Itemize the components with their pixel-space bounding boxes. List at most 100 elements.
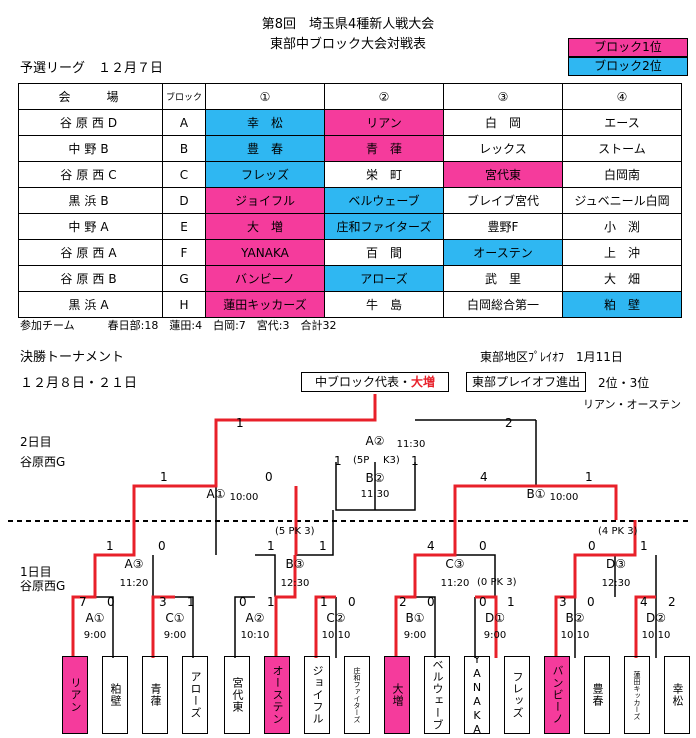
- team-cell: レックス: [443, 135, 563, 162]
- r1-label: C①: [165, 611, 185, 625]
- semi-pk: (4 PK 3): [598, 526, 638, 537]
- team-cell: バンビーノ: [205, 265, 325, 292]
- team-box: YANAKA: [464, 656, 490, 734]
- third-time: 11:30: [360, 489, 390, 500]
- block-cell: B: [162, 135, 206, 162]
- team-cell: 庄和ファイターズ: [324, 213, 444, 240]
- qf-label: D③: [606, 557, 626, 571]
- league-header-cell: ④: [562, 83, 682, 110]
- team-cell: ベルウェーブ: [324, 187, 444, 214]
- league-header-cell: ブロック: [162, 83, 206, 110]
- r1-score-left: 4: [640, 595, 648, 609]
- qf-score-left: 0: [588, 539, 596, 553]
- r1-time: 9:00: [403, 630, 427, 641]
- team-box: 幸松: [664, 656, 690, 734]
- team-box: フレッズ: [504, 656, 530, 734]
- team-cell: 大 畑: [562, 265, 682, 292]
- day2-label: 2日目: [20, 435, 52, 449]
- rank23-teams: リアン・オーステン: [583, 398, 682, 411]
- r1-label: A①: [85, 611, 105, 625]
- day1-venue: 谷原西G: [20, 579, 66, 593]
- page-title: 第8回 埼玉県4種新人戦大会: [261, 17, 435, 32]
- team-cell: 粕 壁: [562, 291, 682, 318]
- team-box: 宮代東: [224, 656, 250, 734]
- r1-score-left: 3: [559, 595, 567, 609]
- participants-summary: 参加チーム 春日部:18 蓮田:4 白岡:7 宮代:3 合計32: [20, 319, 337, 332]
- qf-label: A③: [124, 557, 144, 571]
- r1-score-right: 0: [348, 595, 356, 609]
- team-cell: ジュベニール白岡: [562, 187, 682, 214]
- final-time: 11:30: [396, 439, 426, 450]
- team-cell: アローズ: [324, 265, 444, 292]
- qf-score-left: 1: [106, 539, 114, 553]
- team-box: 青葎: [142, 656, 168, 734]
- r1-score-left: 1: [320, 595, 328, 609]
- qf-pk: (0 PK 3): [477, 577, 517, 588]
- qf-score-left: 1: [267, 539, 275, 553]
- league-header-cell: 会 場: [18, 83, 163, 110]
- r1-time: 9:00: [163, 630, 187, 641]
- r1-score-right: 0: [587, 595, 595, 609]
- r1-label: D①: [485, 611, 505, 625]
- rank23-label: 2位・3位: [598, 376, 650, 390]
- qf-label: C③: [445, 557, 465, 571]
- team-box: 豊春: [584, 656, 610, 734]
- venue-cell: 黒浜B: [18, 187, 163, 214]
- r1-score-right: 1: [507, 595, 515, 609]
- qf-time: 11:20: [440, 578, 470, 589]
- legend-first: ブロック1位: [568, 38, 688, 57]
- team-cell: 小 渕: [562, 213, 682, 240]
- venue-cell: 谷原西D: [18, 109, 163, 136]
- team-cell: 蓮田キッカーズ: [205, 291, 325, 318]
- team-cell: 青 葎: [324, 135, 444, 162]
- team-cell: 牛 島: [324, 291, 444, 318]
- r1-time: 9:00: [83, 630, 107, 641]
- final-label: A②: [365, 434, 385, 448]
- qf-score-right: 1: [319, 539, 327, 553]
- semi-score-left: 1: [160, 470, 168, 484]
- block-cell: D: [162, 187, 206, 214]
- third-pk-left: (5P: [353, 455, 370, 466]
- r1-time: 10:10: [560, 630, 590, 641]
- r1-score-right: 2: [668, 595, 676, 609]
- page-subtitle: 東部中ブロック大会対戦表: [269, 37, 426, 52]
- r1-score-left: 0: [239, 595, 247, 609]
- qf-score-left: 4: [427, 539, 435, 553]
- team-box: オーステン: [264, 656, 290, 734]
- r1-score-right: 1: [187, 595, 195, 609]
- final-score-right: 2: [505, 416, 513, 430]
- venue-cell: 中野B: [18, 135, 163, 162]
- day1-label: 1日目: [20, 565, 52, 579]
- block-cell: H: [162, 291, 206, 318]
- team-cell: 白 岡: [443, 109, 563, 136]
- r1-label: D②: [646, 611, 666, 625]
- qf-time: 11:20: [119, 578, 149, 589]
- r1-label: C②: [326, 611, 346, 625]
- r1-score-left: 0: [479, 595, 487, 609]
- team-cell: リアン: [324, 109, 444, 136]
- team-cell: オーステン: [443, 239, 563, 266]
- qf-score-right: 0: [158, 539, 166, 553]
- third-score-right: 1: [411, 454, 419, 468]
- semi-time: 10:00: [229, 492, 259, 503]
- team-cell: 幸 松: [205, 109, 325, 136]
- tournament-title: 決勝トーナメント: [20, 350, 125, 365]
- qf-score-right: 0: [479, 539, 487, 553]
- venue-cell: 谷原西B: [18, 265, 163, 292]
- team-box: バンビーノ: [544, 656, 570, 734]
- league-header-cell: ①: [205, 83, 325, 110]
- team-cell: ストーム: [562, 135, 682, 162]
- semi-pk: (5 PK 3): [275, 526, 315, 537]
- team-cell: 白岡総合第一: [443, 291, 563, 318]
- r1-score-right: 0: [427, 595, 435, 609]
- r1-score-left: 2: [399, 595, 407, 609]
- r1-label: A②: [245, 611, 265, 625]
- team-box: 大増: [384, 656, 410, 734]
